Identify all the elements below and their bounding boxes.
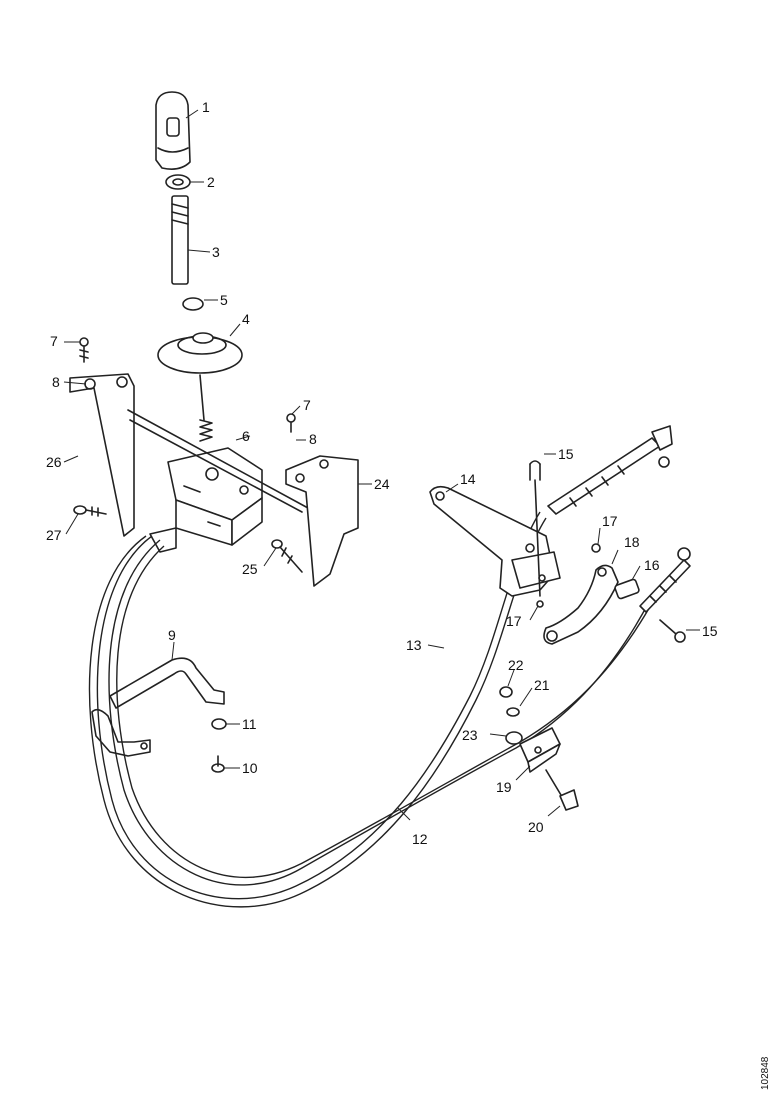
clutch-arm xyxy=(543,564,619,645)
left-bracket-plate xyxy=(69,373,309,537)
callout-15-top: 15 xyxy=(558,446,574,462)
callout-23: 23 xyxy=(462,727,478,743)
callout-26: 26 xyxy=(46,454,62,470)
shift-boot xyxy=(157,332,243,374)
jam-nut xyxy=(165,174,191,190)
bolt-27 xyxy=(73,505,107,517)
callout-11: 11 xyxy=(242,716,257,732)
swivel-16 xyxy=(614,578,640,600)
reference-number: 102848 xyxy=(760,1056,771,1090)
shift-lever-rod xyxy=(171,195,189,285)
leader-lines xyxy=(63,109,700,821)
washer-11 xyxy=(211,718,227,730)
callout-25: 25 xyxy=(242,561,258,577)
cable-end-12 xyxy=(639,547,691,613)
callout-19: 19 xyxy=(496,779,512,795)
lever-arm xyxy=(429,485,561,597)
bolt-left xyxy=(79,337,89,363)
callout-8-left: 8 xyxy=(52,374,60,390)
callout-18: 18 xyxy=(624,534,640,550)
right-bracket xyxy=(285,455,359,587)
lever-stem xyxy=(199,374,205,421)
bolt-right xyxy=(286,413,296,433)
callout-17-lower: 17 xyxy=(506,613,522,629)
callout-1: 1 xyxy=(202,99,210,115)
callout-14: 14 xyxy=(460,471,476,487)
bolt-15-right xyxy=(659,619,686,643)
callout-17-upper: 17 xyxy=(602,513,618,529)
bushing xyxy=(182,297,204,311)
callout-15-right: 15 xyxy=(702,623,718,639)
washer-17-upper xyxy=(591,543,601,553)
bolt-10 xyxy=(211,755,225,773)
nut-22 xyxy=(499,686,513,698)
cable-end-13 xyxy=(547,425,673,515)
callout-4: 4 xyxy=(242,311,250,327)
callout-21: 21 xyxy=(534,677,550,693)
cable-anchor-bracket xyxy=(519,727,561,773)
callout-10: 10 xyxy=(242,760,258,776)
callout-2: 2 xyxy=(207,174,215,190)
tube-bracket xyxy=(91,657,225,757)
callout-27: 27 xyxy=(46,527,62,543)
callout-9: 9 xyxy=(168,627,176,643)
callout-7-right: 7 xyxy=(303,397,311,413)
callout-labels: 1 2 3 5 4 7 8 26 27 6 7 8 24 25 9 11 10 … xyxy=(46,99,718,847)
callout-12: 12 xyxy=(412,831,428,847)
callout-24: 24 xyxy=(374,476,390,492)
shift-knob xyxy=(155,91,191,170)
callout-8-right: 8 xyxy=(309,431,317,447)
bolt-20 xyxy=(545,769,579,811)
callout-6: 6 xyxy=(242,428,250,444)
cable-clamp-23 xyxy=(505,731,523,745)
callout-3: 3 xyxy=(212,244,220,260)
callout-5: 5 xyxy=(220,292,228,308)
washer-17-lower xyxy=(536,600,544,608)
callout-16: 16 xyxy=(644,557,660,573)
bolt-25 xyxy=(271,539,303,573)
callout-20: 20 xyxy=(528,819,544,835)
cables xyxy=(88,511,657,908)
lever-spring xyxy=(199,419,213,442)
callout-7-left: 7 xyxy=(50,333,58,349)
shift-bracket xyxy=(149,447,263,553)
callout-22: 22 xyxy=(508,657,524,673)
washer-21 xyxy=(506,707,520,717)
clevis-pin-15-top xyxy=(529,460,541,597)
callout-13: 13 xyxy=(406,637,422,653)
